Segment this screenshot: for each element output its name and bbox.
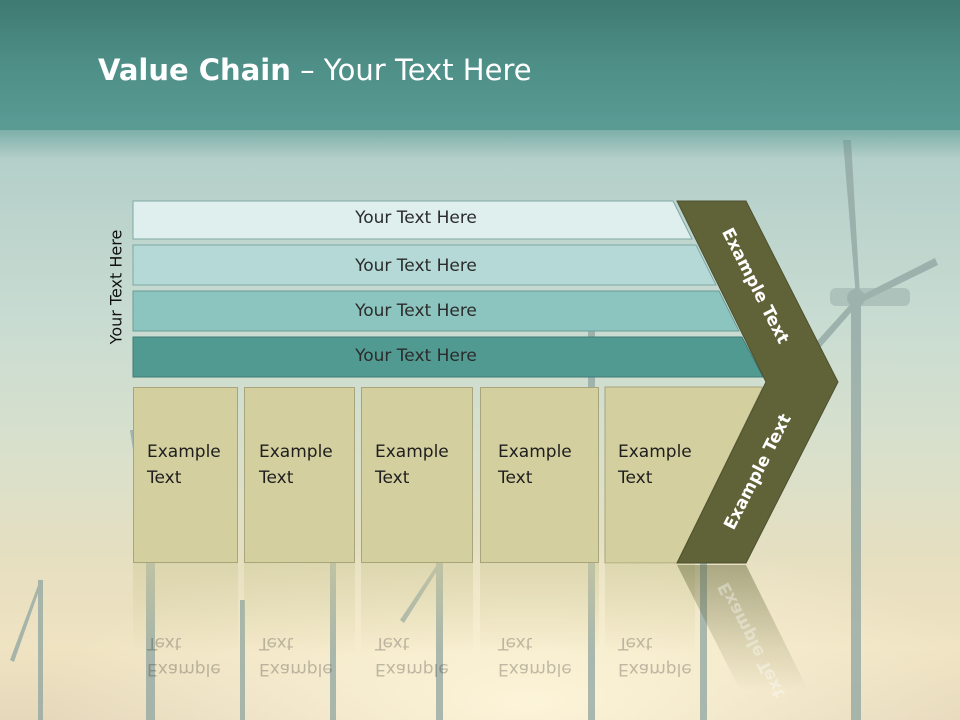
header-fade bbox=[0, 118, 960, 158]
box-reflection-3 bbox=[361, 563, 473, 653]
box-reflection-4 bbox=[480, 563, 599, 653]
bar-3 bbox=[132, 290, 740, 332]
title-bold: Value Chain bbox=[98, 53, 291, 87]
box-reflection-2 bbox=[244, 563, 355, 653]
bar-1-label: Your Text Here bbox=[355, 208, 477, 228]
activity-box-3 bbox=[361, 387, 473, 563]
bar-2 bbox=[132, 244, 717, 286]
bar-4-label: Your Text Here bbox=[355, 346, 477, 366]
box-reflection-5 bbox=[605, 563, 695, 653]
chevron-reflection bbox=[677, 565, 808, 690]
box-reflection-1 bbox=[133, 563, 238, 653]
activity-box-4 bbox=[480, 387, 599, 563]
slide-title: Value Chain – Your Text Here bbox=[98, 53, 532, 87]
title-rest: – Your Text Here bbox=[290, 53, 532, 87]
activity-box-1 bbox=[133, 387, 238, 563]
bar-2-label: Your Text Here bbox=[355, 256, 477, 276]
activity-box-2 bbox=[244, 387, 355, 563]
header-band bbox=[0, 0, 960, 130]
chevron-shape bbox=[676, 200, 839, 564]
bar-1 bbox=[132, 200, 693, 240]
bar-3-label: Your Text Here bbox=[355, 301, 477, 321]
